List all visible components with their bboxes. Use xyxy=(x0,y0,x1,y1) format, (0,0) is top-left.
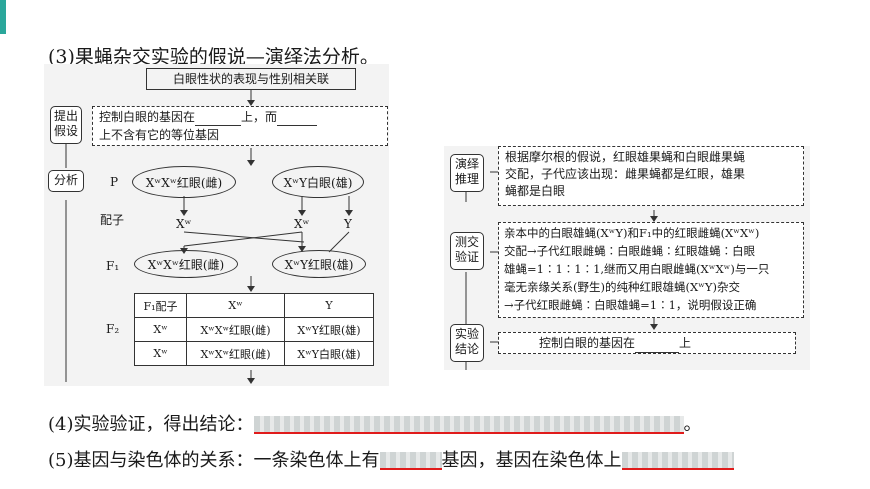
conclusion-text: 控制白眼的基因在 xyxy=(539,336,636,350)
f1-female-ellipse: XʷXʷ红眼(雌) xyxy=(134,250,238,278)
deduce-line: 交配，子代应该出现：雌果蝇都是红眼，雄果 xyxy=(505,167,746,181)
title-accent-bar xyxy=(0,0,6,34)
f2-label: F₂ xyxy=(106,322,120,336)
gamete-label: 配子 xyxy=(100,213,125,227)
verify-line: 交配→子代红眼雌蝇∶白眼雌蝇∶红眼雄蝇∶白眼 xyxy=(504,244,756,258)
phenomenon-box: 白眼性状的表现与性别相关联 xyxy=(146,68,356,90)
f1-male-ellipse: XʷY红眼(雄) xyxy=(272,250,366,278)
hypothesis-text-1: 控制白眼的基因在 xyxy=(99,110,196,124)
left-diagram: 白眼性状的表现与性别相关联 提出假设 控制白眼的基因在 上，而 上不含有它的等位基… xyxy=(44,64,389,386)
f1-label: F₁ xyxy=(106,259,120,273)
gamete-xw-female: Xʷ xyxy=(176,217,192,231)
verify-line: →子代红眼雌蝇∶白眼雄蝇=1∶1，说明假设正确 xyxy=(504,298,757,312)
line-4-suffix: 。 xyxy=(683,414,702,435)
table-cell: XʷY红眼(雄) xyxy=(283,317,375,342)
table-row: Xʷ XʷXʷ红眼(雌) XʷY红眼(雄) xyxy=(133,317,375,342)
line-5-answer-mask-2 xyxy=(621,452,734,470)
line-5-answer-mask-1 xyxy=(379,452,442,470)
gamete-y-male: Y xyxy=(344,217,352,231)
analysis-label: 分析 xyxy=(48,170,84,192)
table-cell: XʷXʷ红眼(雌) xyxy=(186,317,285,342)
deduce-line: 根据摩尔根的假说，红眼雄果蝇和白眼雌果蝇 xyxy=(505,150,746,164)
line-4-answer-mask xyxy=(253,416,684,434)
verify-box: 亲本中的白眼雄蝇(XʷY)和F₁中的红眼雌蝇(XʷXʷ) 交配→子代红眼雌蝇∶白… xyxy=(498,222,804,318)
conclusion-label: 实验结论 xyxy=(450,324,484,362)
deduce-line: 蝇都是白眼 xyxy=(505,184,566,198)
right-diagram: 演绎推理 根据摩尔根的假说，红眼雄果蝇和白眼雌果蝇 交配，子代应该出现：雌果蝇都… xyxy=(444,146,810,370)
conclusion-blank xyxy=(635,352,680,353)
hypothesis-label: 提出假设 xyxy=(50,106,82,144)
verify-line: 毫无亲缘关系(野生)的纯种红眼雄蝇(XʷY)杂交 xyxy=(504,280,740,294)
hypothesis-box: 控制白眼的基因在 上，而 上不含有它的等位基因 xyxy=(92,106,388,146)
table-cell: Xʷ xyxy=(133,341,188,366)
table-cell: Xʷ xyxy=(133,317,188,342)
line-5-mid: 基因，基因在染色体上 xyxy=(441,450,622,471)
heading-3: (3)果蝇杂交实验的假说—演绎法分析。 xyxy=(48,46,379,68)
line-5-prefix: (5)基因与染色体的关系：一条染色体上有 xyxy=(48,450,380,471)
p-female-ellipse: XʷXʷ红眼(雌) xyxy=(132,166,236,198)
conclusion-end: 上 xyxy=(679,336,692,350)
hypothesis-blank-2 xyxy=(277,125,318,126)
p-label: P xyxy=(110,175,119,189)
left-diagram-lines xyxy=(65,90,353,384)
gamete-xw-male: Xʷ xyxy=(294,217,310,231)
hypothesis-blank-1 xyxy=(195,125,242,126)
line-4-prefix: (4)实验验证，得出结论： xyxy=(48,414,254,435)
table-row: Xʷ XʷXʷ红眼(雌) XʷY白眼(雄) xyxy=(133,341,375,366)
hypothesis-text-2: 上不含有它的等位基因 xyxy=(99,128,220,142)
table-header-cell: Y xyxy=(283,293,375,318)
deduce-box: 根据摩尔根的假说，红眼雄果蝇和白眼雌果蝇 交配，子代应该出现：雌果蝇都是红眼，雄… xyxy=(498,146,804,206)
verify-line: 亲本中的白眼雄蝇(XʷY)和F₁中的红眼雌蝇(XʷXʷ) xyxy=(504,226,760,240)
conclusion-box: 控制白眼的基因在 上 xyxy=(498,332,796,354)
punnett-table: F₁配子 Xʷ Y Xʷ XʷXʷ红眼(雌) XʷY红眼(雄) Xʷ XʷXʷ红… xyxy=(133,293,375,366)
hypothesis-text-mid: 上，而 xyxy=(241,110,278,124)
line-5: (5)基因与染色体的关系：一条染色体上有 基因，基因在染色体上 xyxy=(48,446,734,472)
right-diagram-lines xyxy=(465,171,658,370)
deduce-label: 演绎推理 xyxy=(450,154,484,192)
table-header-cell: F₁配子 xyxy=(133,293,188,318)
table-cell: XʷXʷ红眼(雌) xyxy=(186,341,285,366)
verify-label: 测交验证 xyxy=(450,232,484,270)
table-cell: XʷY白眼(雄) xyxy=(283,341,375,366)
table-header-cell: Xʷ xyxy=(186,293,285,318)
line-4: (4)实验验证，得出结论： 。 xyxy=(48,410,702,436)
table-header-row: F₁配子 Xʷ Y xyxy=(133,293,375,318)
p-male-ellipse: XʷY白眼(雄) xyxy=(272,166,364,198)
verify-line: 雄蝇=1∶1∶1∶1,继而又用白眼雌蝇(XʷXʷ)与一只 xyxy=(504,262,770,276)
